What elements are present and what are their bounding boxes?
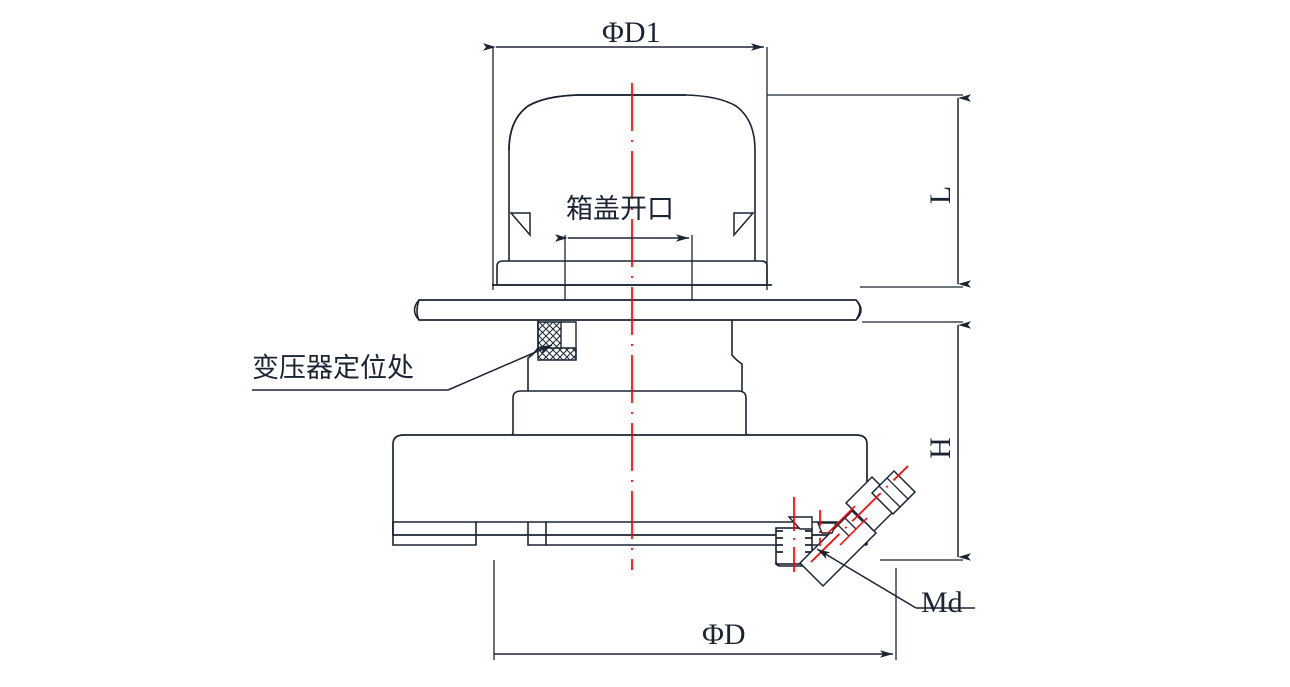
label-thread-md: Md	[921, 586, 963, 619]
dimension-l	[767, 94, 971, 288]
transformer-locating-gasket	[537, 321, 577, 361]
drawing-geometry	[252, 43, 975, 660]
leader-md	[816, 548, 975, 609]
centerline-bolt-angled	[810, 465, 909, 563]
weld-symbol-right	[733, 212, 755, 238]
weld-symbol-left	[509, 212, 531, 238]
label-phi-d1: ΦD1	[602, 16, 661, 49]
leader-transformer-locating	[252, 344, 553, 391]
dimension-phi-d1	[483, 43, 768, 290]
tank-cover-plate	[413, 299, 862, 321]
dimension-h	[862, 321, 971, 561]
mid-step-block	[505, 390, 754, 438]
label-cover-opening: 箱盖开口	[566, 194, 674, 225]
main-body	[392, 434, 868, 536]
label-phi-d: ΦD	[702, 618, 746, 651]
dimension-phi-d	[493, 560, 897, 660]
label-length-l: L	[924, 185, 957, 205]
dimension-cover-opening	[555, 234, 693, 300]
label-height-h: H	[924, 437, 957, 459]
label-transformer-locating: 变压器定位处	[252, 353, 414, 384]
